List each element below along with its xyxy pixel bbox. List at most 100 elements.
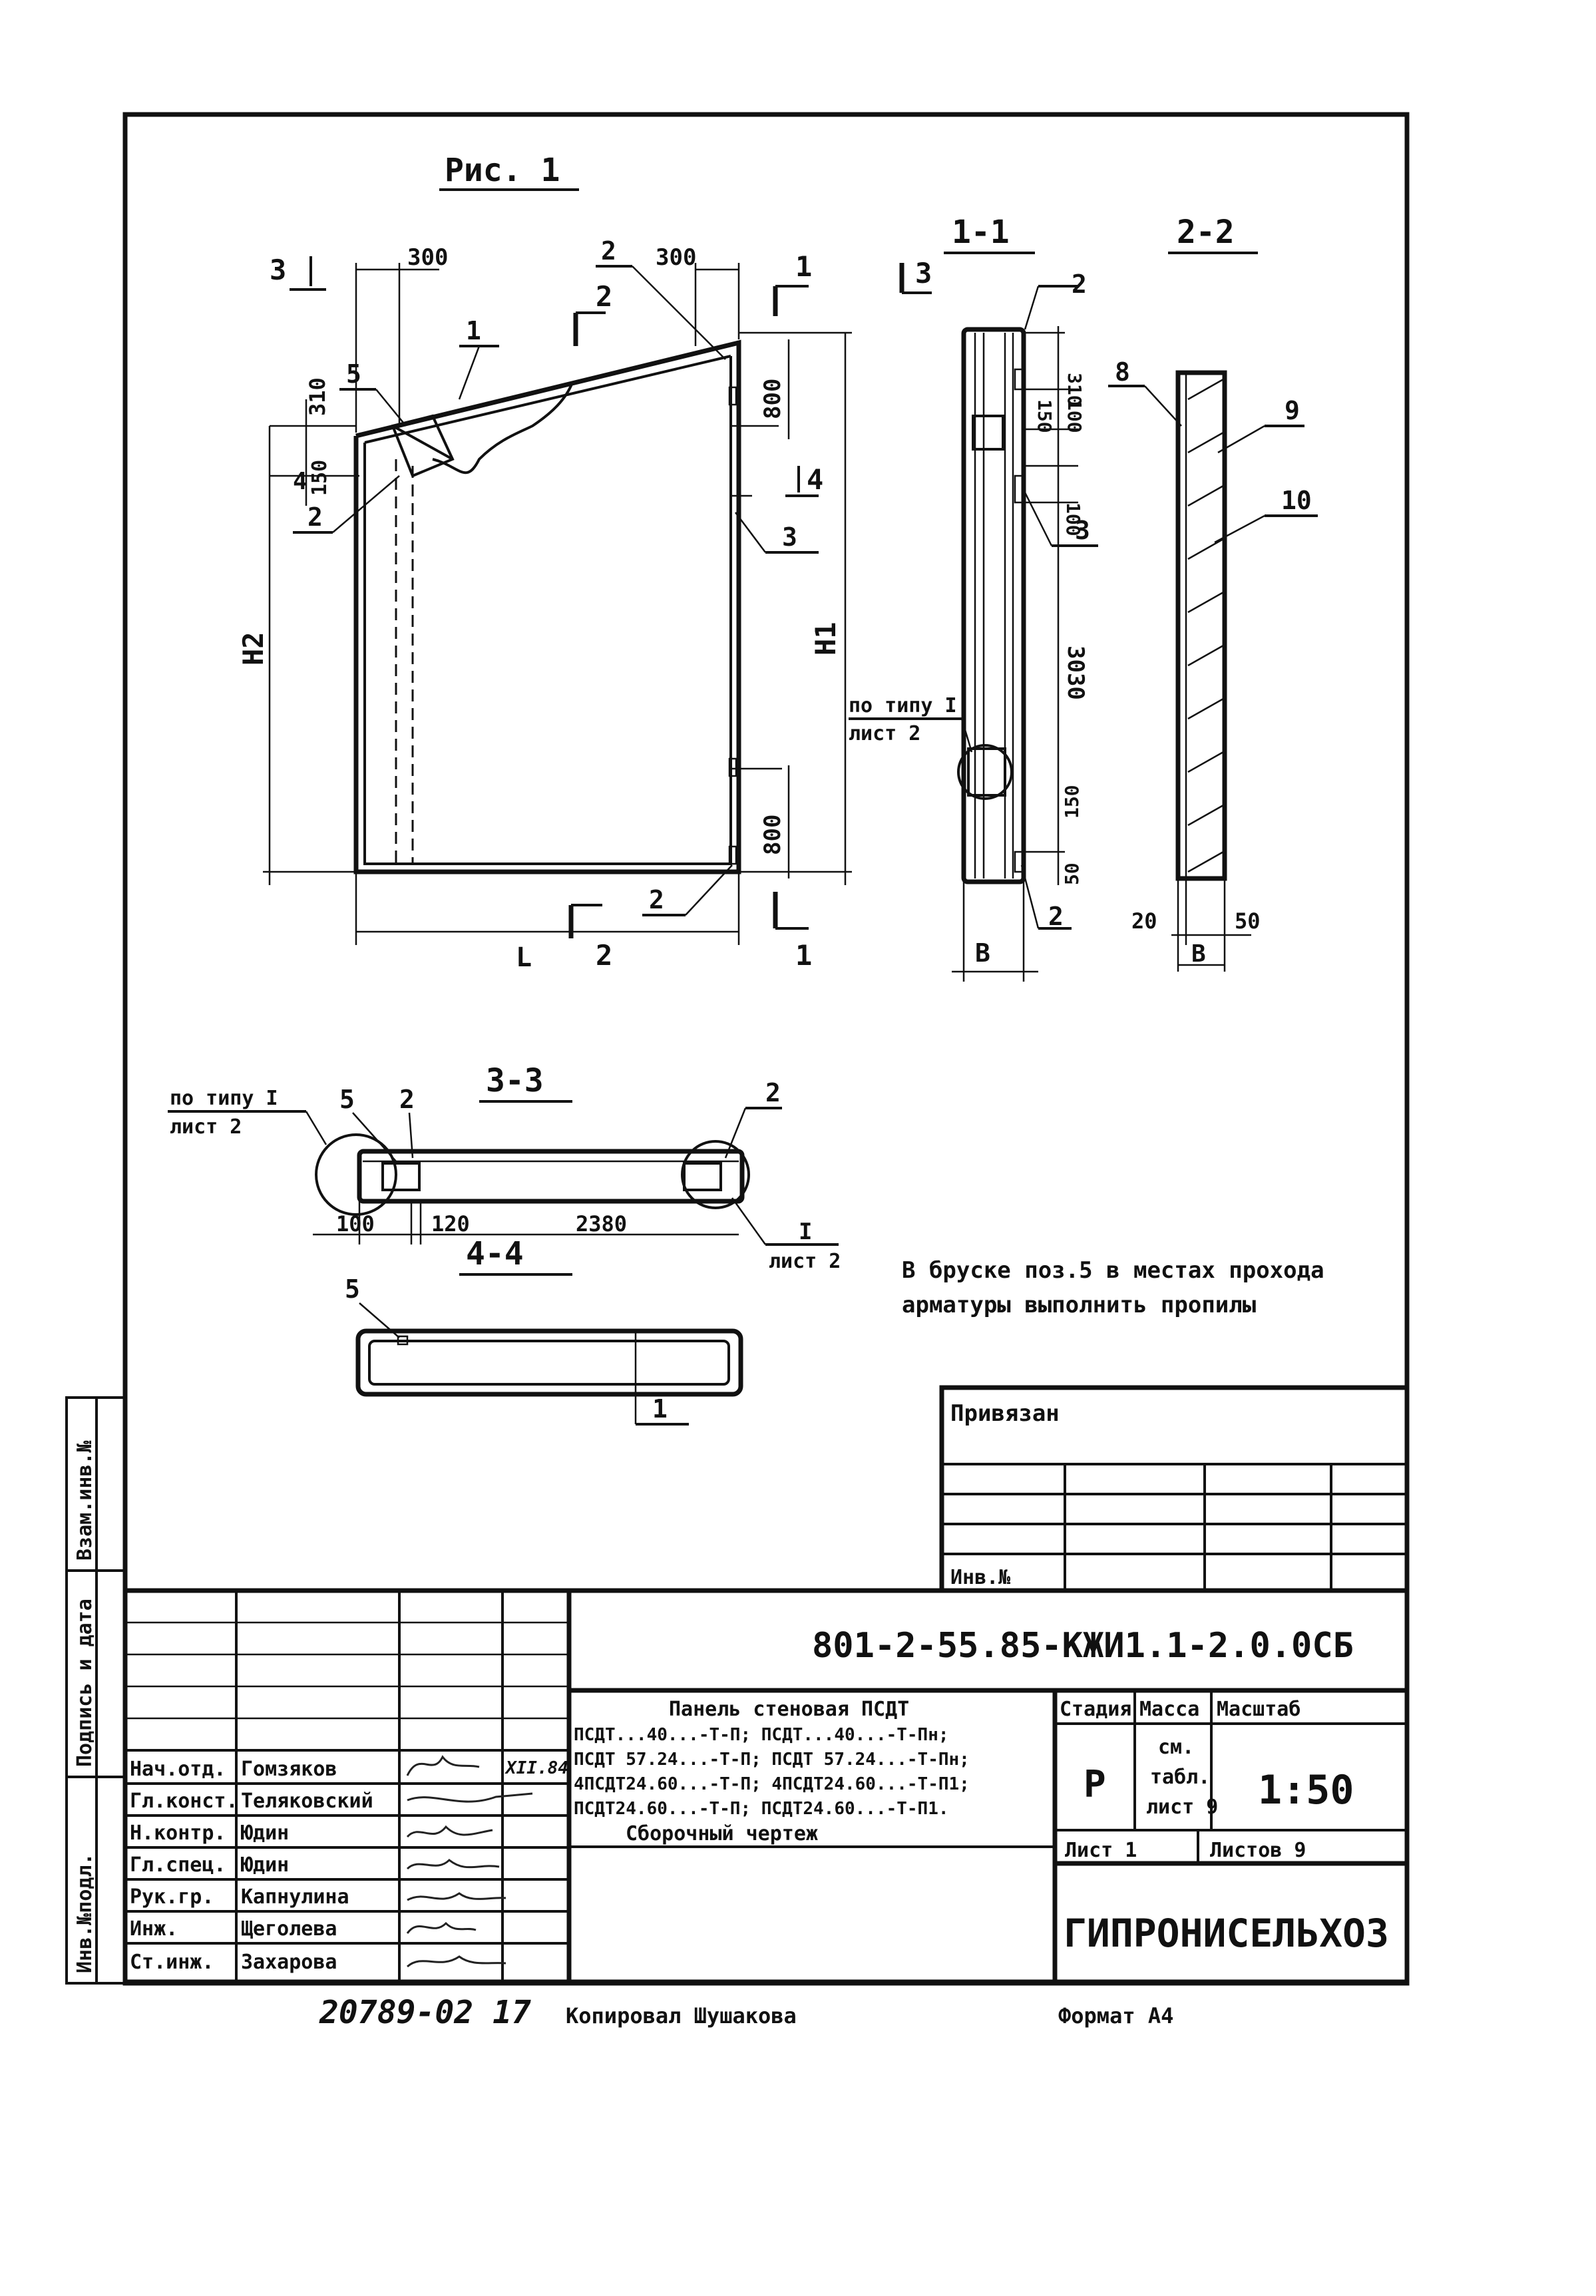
dim-1-1-3030: 3030: [1062, 646, 1089, 700]
note-line2: арматуры выполнить пропилы: [902, 1292, 1256, 1318]
marker-1-1-2-bottom: 2: [1048, 902, 1064, 931]
section-2-2: 2-2 20 50 B 8 9: [1108, 214, 1318, 972]
dim-h2: H2: [237, 632, 270, 666]
section-1-1: 1-1 310 150 100 100 3030 150 50 B по ти: [849, 214, 1098, 982]
footer-copied: Копировал Шушакова: [566, 2003, 797, 2028]
staff-role-3: Н.контр.: [130, 1821, 226, 1845]
dim-800-top: 800: [759, 379, 786, 419]
desc-line-2: ПСДТ...40...-Т-П; ПСДТ...40...-Т-Пн;: [574, 1725, 949, 1745]
desc-line-1: Панель стеновая ПСДТ: [669, 1698, 909, 1721]
section-3-3-title: 3-3: [486, 1062, 544, 1099]
sheet-number: Лист 1: [1065, 1839, 1137, 1862]
staff-name-3: Юдин: [241, 1821, 289, 1845]
marker-1-1-2-top: 2: [1072, 270, 1087, 299]
staff-name-5: Капнулина: [241, 1885, 349, 1909]
dim-1-1-310: 310: [1064, 373, 1086, 407]
ref-3-3-right-line2: лист 2: [769, 1250, 841, 1273]
desc-line-3: ПСДТ 57.24...-Т-П; ПСДТ 57.24...-Т-Пн;: [574, 1750, 970, 1770]
marker-3-3-2b: 2: [765, 1078, 781, 1107]
figure-title: Рис. 1: [445, 152, 560, 189]
mass-value-3: лист 9: [1146, 1796, 1218, 1819]
marker-4-4-1: 1: [652, 1394, 668, 1424]
dim-1-1-150b: 150: [1061, 785, 1083, 819]
ref-3-3-left-line1: по типу I: [170, 1087, 278, 1110]
scale-label: Масштаб: [1217, 1698, 1300, 1721]
mass-value-1: см.: [1158, 1736, 1194, 1759]
dim-800-bottom: 800: [759, 815, 786, 855]
privyazan-label: Привязан: [950, 1400, 1060, 1427]
staff-role-1: Нач.отд.: [130, 1758, 226, 1781]
footer-number: 20789-02 17: [319, 1994, 531, 2031]
privyazan-inv: Инв.№: [950, 1566, 1011, 1589]
dim-150: 150: [308, 460, 331, 496]
ref-3-3-right-line1: I: [799, 1219, 812, 1245]
desc-line-5: ПСДТ24.60...-Т-П; ПСДТ24.60...-Т-П1.: [574, 1799, 949, 1819]
dim-1-1-150: 150: [1034, 399, 1056, 433]
staff-name-6: Щеголева: [241, 1917, 337, 1941]
marker-3: 3: [782, 522, 797, 552]
footer-format: Формат А4: [1058, 2003, 1173, 2028]
dim-300-left: 300: [407, 244, 448, 271]
desc-line-4: 4ПСДТ24.60...-Т-П; 4ПСДТ24.60...-Т-П1;: [574, 1774, 970, 1794]
signatures: [406, 1755, 533, 1968]
cut-1-top-label: 1: [795, 250, 812, 283]
mass-label: Масса: [1139, 1698, 1199, 1721]
cut-4-left-label: 4: [293, 468, 307, 495]
note: В бруске поз.5 в местах прохода арматуры…: [902, 1257, 1324, 1318]
stage-label: Стадия: [1060, 1698, 1131, 1721]
staff-role-2: Гл.конст.: [130, 1790, 238, 1813]
dim-1-1-50: 50: [1061, 862, 1083, 885]
section-1-1-title: 1-1: [952, 214, 1010, 251]
dim-2-2-20: 20: [1131, 908, 1157, 934]
side-podpis: Подпись и дата: [73, 1599, 97, 1767]
ref-1-1-line1: по типу I: [849, 694, 957, 717]
staff-role-4: Гл.спец.: [130, 1853, 226, 1877]
marker-5: 5: [346, 359, 361, 389]
desc-line-6: Сборочный чертеж: [626, 1822, 818, 1845]
dim-310-top: 310: [305, 377, 330, 416]
scale-value: 1:50: [1258, 1767, 1354, 1814]
ref-3-3-left-line2: лист 2: [170, 1115, 242, 1139]
staff-name-1: Гомзяков: [241, 1758, 337, 1781]
dim-300-right: 300: [656, 244, 696, 271]
footer: 20789-02 17 Копировал Шушакова Формат А4: [319, 1994, 1173, 2031]
dim-2-2-b: B: [1191, 940, 1206, 968]
dim-3-3-100: 100: [336, 1211, 375, 1237]
marker-3-3-5: 5: [339, 1085, 355, 1114]
staff-name-4: Юдин: [241, 1853, 289, 1877]
marker-2-left: 2: [307, 502, 323, 532]
staff-role-6: Инж.: [130, 1917, 178, 1941]
marker-4-4-5: 5: [345, 1274, 360, 1304]
marker-2-bottom: 2: [649, 885, 664, 914]
marker-1-1-3: 3: [1075, 516, 1090, 545]
marker-3-3-2a: 2: [399, 1085, 415, 1114]
side-stamp: Взам.инв.№ Подпись и дата Инв.№подл.: [65, 1396, 126, 1985]
document-code: 801-2-55.85-КЖИ1.1-2.0.0СБ: [812, 1626, 1354, 1666]
sheets-total: Листов 9: [1210, 1839, 1306, 1862]
cut-2-bottom-label: 2: [596, 939, 612, 972]
ref-1-1-line2: лист 2: [849, 722, 920, 745]
elevation-dimensions: 300 300 310 150 H2 H1 800 800 L: [237, 244, 852, 973]
cut-1-bottom-label: 1: [795, 939, 812, 972]
section-4-4-title: 4-4: [466, 1235, 524, 1272]
dim-3-3-120: 120: [431, 1211, 470, 1237]
dim-3-3-2380: 2380: [576, 1211, 627, 1237]
marker-2-2-10: 10: [1281, 486, 1312, 515]
dim-l: L: [516, 942, 532, 973]
section-2-2-title: 2-2: [1177, 214, 1235, 251]
approval-date: XII.84: [504, 1758, 568, 1778]
marker-2-top: 2: [601, 236, 616, 266]
dim-1-1-100b: 100: [1062, 502, 1084, 536]
stage-value: Р: [1084, 1763, 1106, 1806]
marker-2-2-8: 8: [1115, 357, 1130, 387]
dim-h1: H1: [809, 622, 842, 656]
staff-name-7: Захарова: [241, 1951, 337, 1974]
dim-1-1-100: 100: [1064, 399, 1086, 433]
cut-3-label: 3: [270, 254, 286, 286]
side-vzam: Взам.инв.№: [73, 1439, 97, 1561]
mass-value-2: табл.: [1150, 1766, 1210, 1789]
cut-4-label: 4: [807, 463, 823, 496]
dim-1-1-b: B: [975, 938, 990, 968]
panel-elevation: [353, 339, 782, 874]
